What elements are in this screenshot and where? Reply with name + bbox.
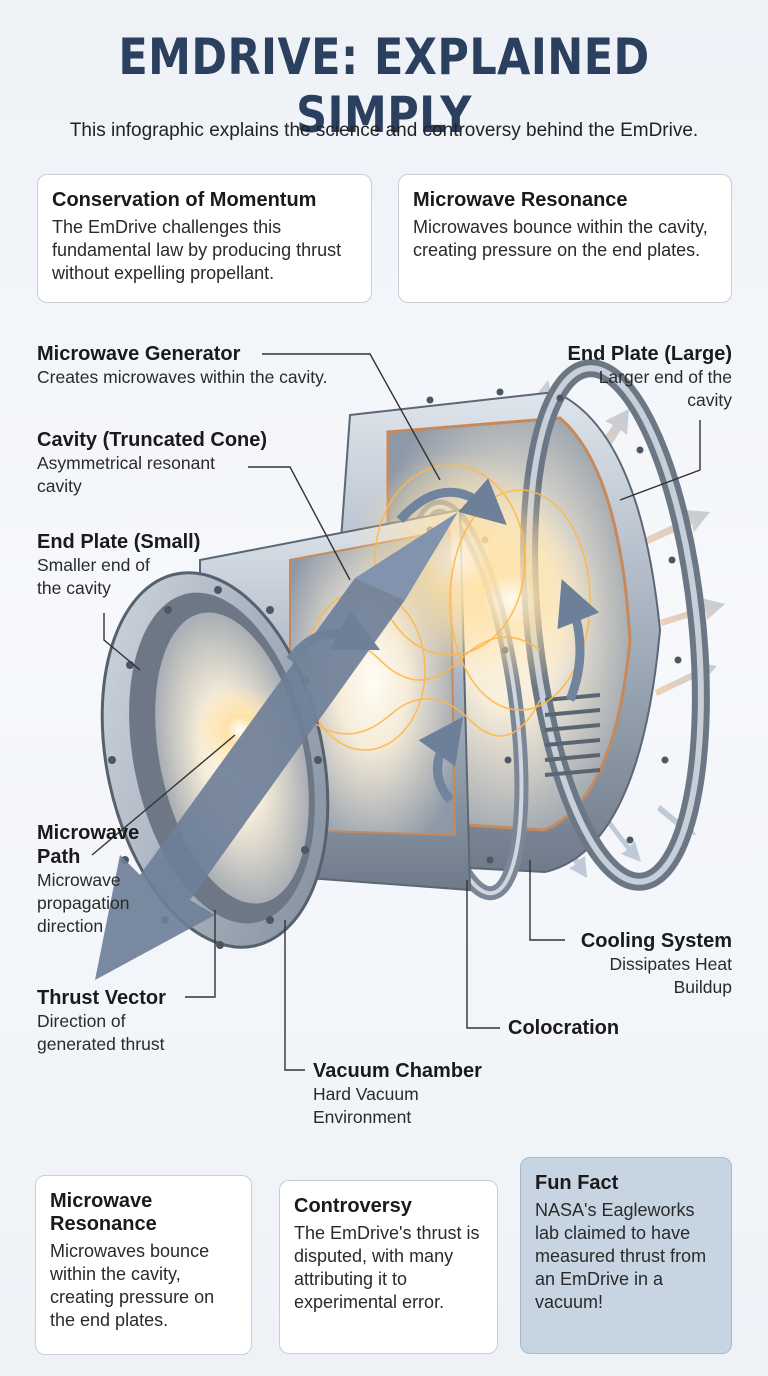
label-text: Creates microwaves within the cavity.: [37, 367, 328, 387]
leader-lines: [91, 353, 701, 1071]
card-text: NASA's Eagleworks lab claimed to have me…: [535, 1200, 707, 1312]
card-title: Fun Fact: [535, 1172, 619, 1194]
card-microwave-resonance-top: Microwave Resonance Microwaves bounce wi…: [398, 174, 732, 303]
card-controversy: Controversy The EmDrive's thrust is disp…: [279, 1180, 498, 1354]
flange-bolts: [108, 388, 682, 949]
card-text: Microwaves bounce within the cavity, cre…: [413, 217, 708, 260]
label-text: Direction of generated thrust: [37, 1011, 165, 1054]
label-title: End Plate (Small): [37, 531, 201, 553]
label-microwave-path: Microwave Path Microwave propagation dir…: [37, 821, 147, 938]
label-vacuum-chamber: Vacuum Chamber Hard Vacuum Environment: [313, 1059, 533, 1129]
label-title: Vacuum Chamber: [313, 1060, 482, 1082]
label-microwave-generator: Microwave Generator Creates microwaves w…: [37, 342, 397, 389]
label-title: Cooling System: [580, 930, 732, 952]
label-text: Larger end of the cavity: [598, 367, 732, 410]
label-text: Dissipates Heat Buildup: [609, 954, 732, 997]
label-title: End Plate (Large): [567, 343, 732, 365]
label-thrust-vector: Thrust Vector Direction of generated thr…: [37, 986, 207, 1056]
label-title: Colocration: [508, 1017, 620, 1039]
label-cavity: Cavity (Truncated Cone) Asymmetrical res…: [37, 428, 297, 498]
label-text: Hard Vacuum Environment: [313, 1084, 419, 1127]
page-title: EMDRIVE: EXPLAINED SIMPLY: [118, 28, 650, 144]
thrust-vector-arrow: [95, 512, 458, 980]
card-fun-fact: Fun Fact NASA's Eagleworks lab claimed t…: [520, 1157, 732, 1354]
card-title: Microwave Resonance: [413, 189, 628, 211]
label-colocration: Colocration: [508, 1016, 668, 1040]
card-title: Controversy: [294, 1195, 412, 1217]
card-title: Microwave Resonance: [50, 1190, 157, 1235]
label-title: Cavity (Truncated Cone): [37, 429, 268, 451]
label-title: Microwave Generator: [37, 343, 241, 365]
label-cooling-system: Cooling System Dissipates Heat Buildup: [540, 929, 732, 999]
card-conservation-of-momentum: Conservation of Momentum The EmDrive cha…: [37, 174, 372, 303]
cavity-body: [95, 359, 710, 980]
card-microwave-resonance-bottom: Microwave Resonance Microwaves bounce wi…: [35, 1175, 252, 1355]
label-title: Microwave Path: [37, 822, 140, 868]
label-text: Microwave propagation direction: [37, 870, 130, 936]
card-text: The EmDrive's thrust is disputed, with m…: [294, 1223, 480, 1312]
label-text: Asymmetrical resonant cavity: [37, 453, 215, 496]
card-text: Microwaves bounce within the cavity, cre…: [50, 1241, 215, 1330]
label-title: Thrust Vector: [37, 987, 166, 1009]
card-text: The EmDrive challenges this fundamental …: [52, 217, 342, 283]
card-title: Conservation of Momentum: [52, 189, 317, 211]
label-end-plate-large: End Plate (Large) Larger end of the cavi…: [540, 342, 732, 412]
label-end-plate-small: End Plate (Small) Smaller end of the cav…: [37, 530, 227, 600]
label-text: Smaller end of the cavity: [37, 555, 150, 598]
page-subtitle: This infographic explains the science an…: [69, 120, 699, 141]
